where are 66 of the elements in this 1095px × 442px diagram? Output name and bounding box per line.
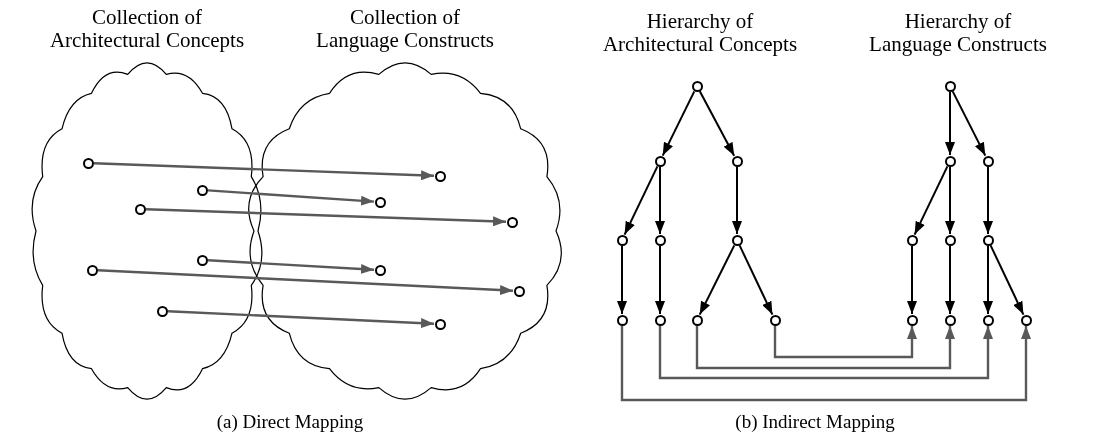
point-node: [906, 314, 918, 326]
arrow: [738, 244, 774, 316]
arrow: [207, 189, 375, 206]
arrow: [623, 165, 659, 236]
point-node: [86, 264, 98, 276]
heading: Hierarchy of Language Constructs: [868, 10, 1048, 56]
arrow: [945, 166, 955, 235]
arrow: [695, 326, 955, 370]
group-heading: Collection of Architectural Concepts: [48, 6, 246, 52]
group-heading: Collection of Language Constructs: [315, 6, 495, 52]
point-node: [434, 318, 446, 330]
arrow: [698, 244, 736, 316]
arrow: [97, 269, 514, 296]
arrow: [620, 326, 1031, 402]
point-node: [196, 184, 208, 196]
heading: Hierarchy of Architectural Concepts: [601, 10, 799, 56]
point-node: [616, 234, 628, 246]
point-node: [156, 305, 168, 317]
point-node: [731, 155, 743, 167]
caption: (a) Direct Mapping: [215, 410, 365, 433]
arrow: [773, 326, 917, 359]
arrow: [655, 245, 665, 315]
point-node: [769, 314, 781, 326]
arrow: [983, 166, 993, 235]
point-node: [691, 80, 703, 92]
arrow: [983, 245, 993, 315]
point-node: [134, 203, 146, 215]
point-node: [513, 285, 525, 297]
point-node: [982, 234, 994, 246]
arrow: [732, 166, 742, 235]
point-node: [654, 155, 666, 167]
point-node: [374, 196, 386, 208]
point-node: [906, 234, 918, 246]
arrow: [93, 162, 435, 181]
point-node: [616, 314, 628, 326]
point-node: [82, 157, 94, 169]
arrow: [913, 165, 949, 236]
point-node: [434, 170, 446, 182]
point-node: [944, 314, 956, 326]
arrow: [951, 90, 987, 157]
caption: (b) Indirect Mapping: [734, 410, 896, 433]
arrow: [655, 166, 665, 235]
point-node: [731, 234, 743, 246]
point-node: [944, 155, 956, 167]
arrow: [207, 259, 375, 274]
point-node: [196, 254, 208, 266]
arrow: [145, 208, 507, 227]
point-node: [982, 314, 994, 326]
arrow: [945, 245, 955, 315]
arrow: [945, 91, 955, 156]
arrow: [989, 244, 1025, 316]
point-node: [982, 155, 994, 167]
arrow: [617, 245, 627, 315]
arrow: [907, 245, 917, 315]
point-node: [691, 314, 703, 326]
point-node: [1020, 314, 1032, 326]
point-node: [374, 264, 386, 276]
point-node: [654, 314, 666, 326]
point-node: [506, 216, 518, 228]
point-node: [654, 234, 666, 246]
arrow: [658, 326, 993, 380]
arrow: [167, 310, 435, 329]
arrow: [661, 90, 696, 157]
arrow: [698, 90, 736, 157]
point-node: [944, 234, 956, 246]
point-node: [944, 80, 956, 92]
